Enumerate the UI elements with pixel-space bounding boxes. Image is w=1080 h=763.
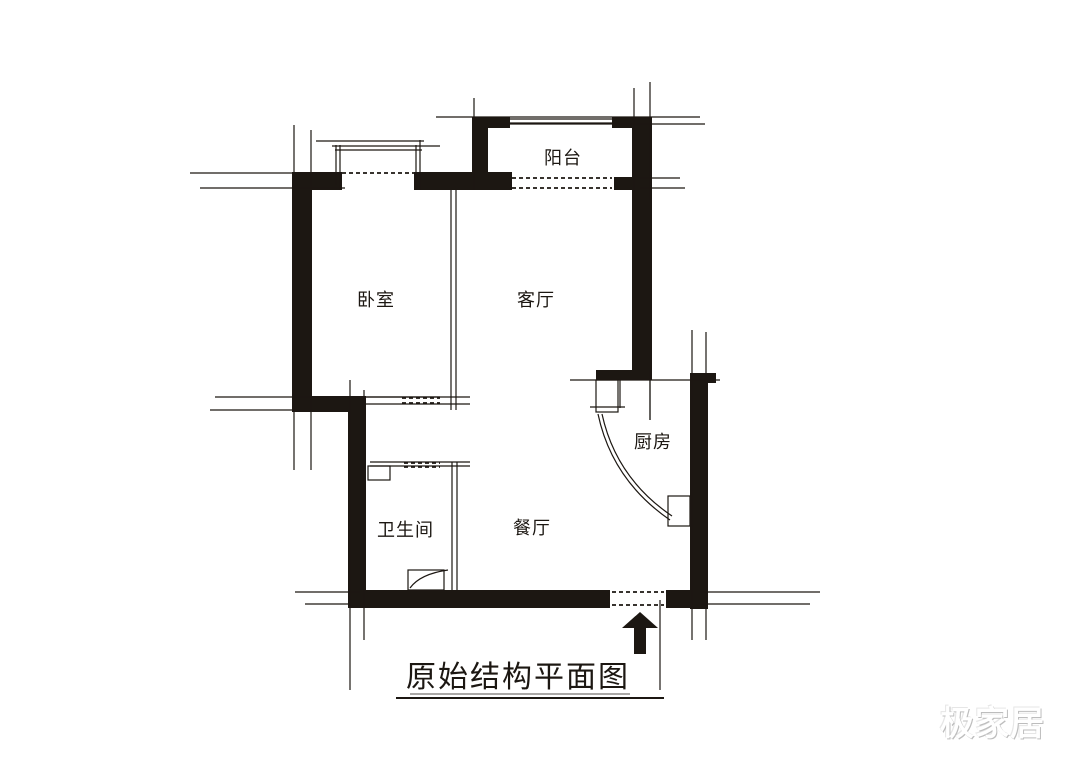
- room-label-living-room: 客厅: [517, 290, 555, 311]
- room-label-kitchen: 厨房: [634, 432, 672, 453]
- room-label-dining-room: 餐厅: [513, 518, 551, 539]
- door-swings: [367, 379, 691, 591]
- walls: [292, 117, 716, 609]
- title-underline: [396, 693, 664, 699]
- construction-lines: [190, 82, 820, 690]
- room-label-bathroom: 卫生间: [377, 520, 434, 541]
- room-label-balcony: 阳台: [544, 148, 582, 169]
- arrow-up-icon: [622, 612, 658, 654]
- watermark: 极家居: [940, 704, 1045, 744]
- plan-title: 原始结构平面图: [406, 660, 630, 695]
- window-openings: [342, 172, 664, 606]
- room-label-bedroom: 卧室: [357, 290, 395, 311]
